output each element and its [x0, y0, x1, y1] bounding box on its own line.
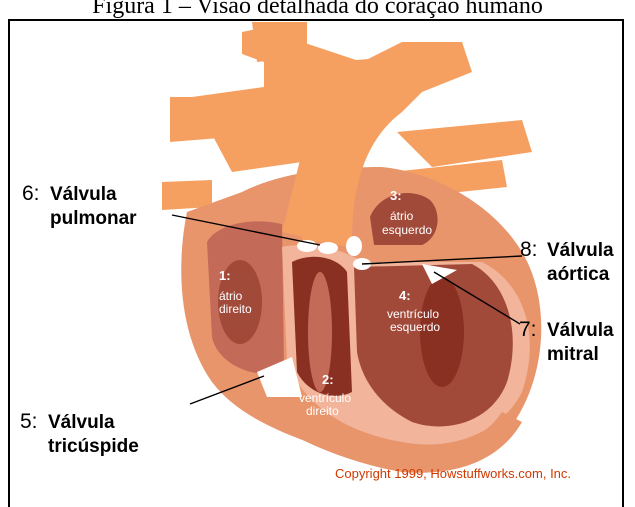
valve8-label-line2: aórtica — [547, 264, 610, 285]
valve5-label-line2: tricúspide — [48, 436, 139, 457]
valve6-number: 6: — [22, 182, 40, 205]
figure-caption: Figura 1 – Visão detalhada do coração hu… — [0, 0, 635, 19]
chamber4-number: 4: — [399, 288, 411, 303]
valve7-label-line1: Válvula — [547, 320, 614, 341]
valve7-number: 7: — [519, 318, 537, 341]
chamber3-number: 3: — [390, 188, 402, 203]
chamber2-number: 2: — [322, 372, 334, 387]
chamber1-line2: direito — [219, 302, 252, 316]
chamber4-line2: esquerdo — [390, 320, 440, 334]
chamber4-line1: ventrículo — [387, 307, 439, 321]
chamber3-line1: átrio — [390, 209, 414, 223]
valve6-label-line2: pulmonar — [50, 208, 137, 229]
chamber3-line2: esquerdo — [382, 223, 432, 237]
valve8-number: 8: — [520, 238, 538, 261]
valve7-label-line2: mitral — [547, 344, 599, 365]
diagram-frame: 6: Válvula pulmonar 8: Válvula aórtica 7… — [8, 19, 624, 507]
chamber2-line1: ventrículo — [299, 391, 351, 405]
chamber2-line2: direito — [306, 404, 339, 418]
heart-diagram: 6: Válvula pulmonar 8: Válvula aórtica 7… — [10, 21, 624, 507]
valve8-label-line1: Válvula — [547, 240, 614, 261]
copyright-notice: Copyright 1999, Howstuffworks.com, Inc. — [335, 466, 571, 481]
chamber1-number: 1: — [219, 268, 231, 283]
chamber1-line1: átrio — [219, 289, 243, 303]
valve5-number: 5: — [20, 410, 38, 433]
valve5-label-line1: Válvula — [48, 412, 115, 433]
valve6-label-line1: Válvula — [50, 184, 117, 205]
